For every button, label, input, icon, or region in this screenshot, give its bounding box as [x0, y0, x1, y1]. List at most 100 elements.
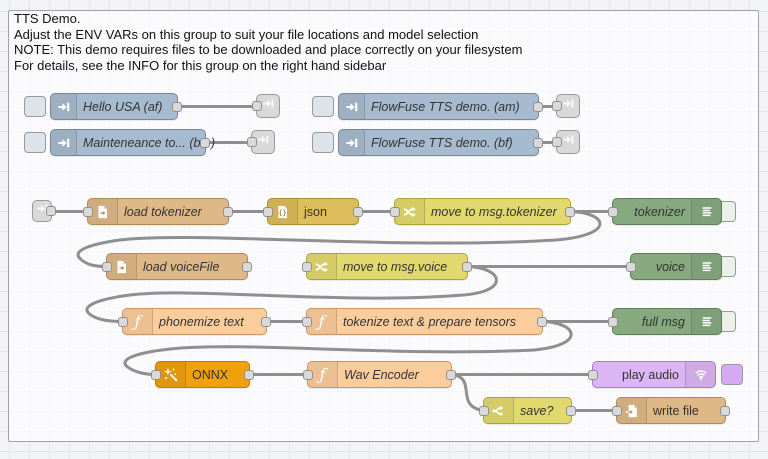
link-out-arrow-icon — [257, 133, 270, 151]
debug-sidebar-icon — [691, 254, 721, 279]
node-label: move to msg.tokenizer — [431, 204, 557, 219]
node-tokenize-prepare-tensors[interactable]: ƒ tokenize text & prepare tensors — [302, 308, 547, 335]
node-link-out[interactable] — [552, 94, 580, 118]
node-label: play audio — [622, 367, 679, 382]
inject-arrow-icon — [51, 130, 77, 155]
node-onnx[interactable]: ONNX — [151, 361, 254, 388]
wire[interactable] — [123, 320, 573, 376]
debug-sidebar-icon — [691, 309, 721, 334]
node-label: load voiceFile — [143, 259, 220, 274]
node-debug-tokenizer[interactable]: tokenizer — [608, 198, 722, 225]
input-port[interactable] — [303, 369, 313, 380]
node-play-audio[interactable]: play audio — [588, 361, 716, 388]
function-icon: ƒ — [123, 309, 153, 334]
output-port[interactable] — [172, 101, 182, 112]
input-port[interactable] — [151, 369, 161, 380]
inject-arrow-icon — [339, 94, 365, 119]
input-port[interactable] — [552, 137, 562, 147]
node-phonemize-text[interactable]: ƒ phonemize text — [118, 308, 271, 335]
wire[interactable] — [76, 210, 602, 268]
node-link-out[interactable] — [247, 130, 275, 154]
wire[interactable] — [85, 265, 498, 323]
input-port[interactable] — [552, 101, 562, 111]
node-inject-maintenance[interactable]: Mainteneance to... (bm) — [50, 129, 215, 156]
output-port[interactable] — [720, 405, 730, 416]
input-port[interactable] — [390, 206, 400, 217]
shuffle-icon — [307, 254, 337, 279]
input-port[interactable] — [252, 101, 262, 111]
output-port[interactable] — [223, 206, 233, 217]
inject-button[interactable] — [24, 132, 46, 153]
output-port[interactable] — [46, 206, 56, 216]
magic-wand-icon — [156, 362, 186, 387]
input-port[interactable] — [588, 369, 598, 380]
inject-button[interactable] — [312, 132, 334, 153]
input-port[interactable] — [102, 261, 112, 272]
output-port[interactable] — [446, 369, 456, 380]
node-debug-full-msg[interactable]: full msg — [608, 308, 722, 335]
output-port[interactable] — [533, 137, 543, 148]
input-port[interactable] — [247, 137, 257, 147]
inject-button[interactable] — [24, 96, 46, 117]
output-port[interactable] — [537, 316, 547, 327]
input-port[interactable] — [608, 206, 618, 217]
input-port[interactable] — [479, 405, 489, 416]
node-label: Wav Encoder — [344, 367, 419, 382]
inject-button[interactable] — [312, 96, 334, 117]
output-port[interactable] — [462, 261, 472, 272]
output-port[interactable] — [353, 206, 363, 217]
node-move-to-msg-tokenizer[interactable]: move to msg.tokenizer — [390, 198, 575, 225]
node-label: FlowFuse TTS demo. (am) — [371, 99, 520, 114]
node-inject-hello-usa[interactable]: Hello USA (af) — [50, 93, 182, 120]
inject-arrow-icon — [51, 94, 77, 119]
node-move-to-msg-voice[interactable]: move to msg.voice — [302, 253, 472, 280]
output-port[interactable] — [566, 405, 576, 416]
input-port[interactable] — [608, 316, 618, 327]
node-write-file[interactable]: write file — [612, 397, 730, 424]
input-port[interactable] — [626, 261, 636, 272]
node-label: tokenize text & prepare tensors — [343, 314, 517, 329]
input-port[interactable] — [612, 405, 622, 416]
inject-arrow-icon — [339, 130, 365, 155]
file-out-icon — [617, 398, 647, 423]
file-in-icon — [107, 254, 137, 279]
node-load-tokenizer[interactable]: load tokenizer — [83, 198, 233, 225]
link-out-arrow-icon — [562, 97, 575, 115]
group-note-line: For details, see the INFO for this group… — [14, 57, 387, 73]
link-out-arrow-icon — [562, 133, 575, 151]
output-port[interactable] — [261, 316, 271, 327]
node-link-out[interactable] — [252, 94, 280, 118]
group-note-line: Adjust the ENV VARs on this group to sui… — [14, 26, 479, 42]
node-json[interactable]: {} json — [263, 198, 363, 225]
node-wav-encoder[interactable]: ƒ Wav Encoder — [303, 361, 456, 388]
node-link-in[interactable] — [32, 200, 56, 222]
node-save-switch[interactable]: save? — [479, 397, 576, 424]
file-in-icon — [88, 199, 118, 224]
switch-branch-icon — [484, 398, 514, 423]
output-port[interactable] — [244, 369, 254, 380]
node-inject-flowfuse-bf[interactable]: FlowFuse TTS demo. (bf) — [338, 129, 543, 156]
input-port[interactable] — [302, 261, 312, 272]
node-load-voicefile[interactable]: load voiceFile — [102, 253, 252, 280]
debug-sidebar-icon — [691, 199, 721, 224]
input-port[interactable] — [263, 206, 273, 217]
output-port[interactable] — [200, 137, 210, 148]
input-port[interactable] — [118, 316, 128, 327]
node-link-out[interactable] — [552, 130, 580, 154]
node-label: write file — [653, 403, 699, 418]
output-port[interactable] — [242, 261, 252, 272]
group-note: TTS Demo. Adjust the ENV VARs on this gr… — [14, 11, 522, 73]
output-port[interactable] — [565, 206, 575, 217]
input-port[interactable] — [83, 206, 93, 217]
node-debug-voice[interactable]: voice — [626, 253, 722, 280]
wire[interactable] — [450, 373, 485, 412]
node-label: json — [304, 204, 327, 219]
node-inject-flowfuse-am[interactable]: FlowFuse TTS demo. (am) — [338, 93, 543, 120]
node-label: save? — [520, 403, 554, 418]
input-port[interactable] — [302, 316, 312, 327]
output-port[interactable] — [533, 101, 543, 112]
node-label: voice — [655, 259, 685, 274]
play-audio-button[interactable] — [721, 364, 743, 385]
